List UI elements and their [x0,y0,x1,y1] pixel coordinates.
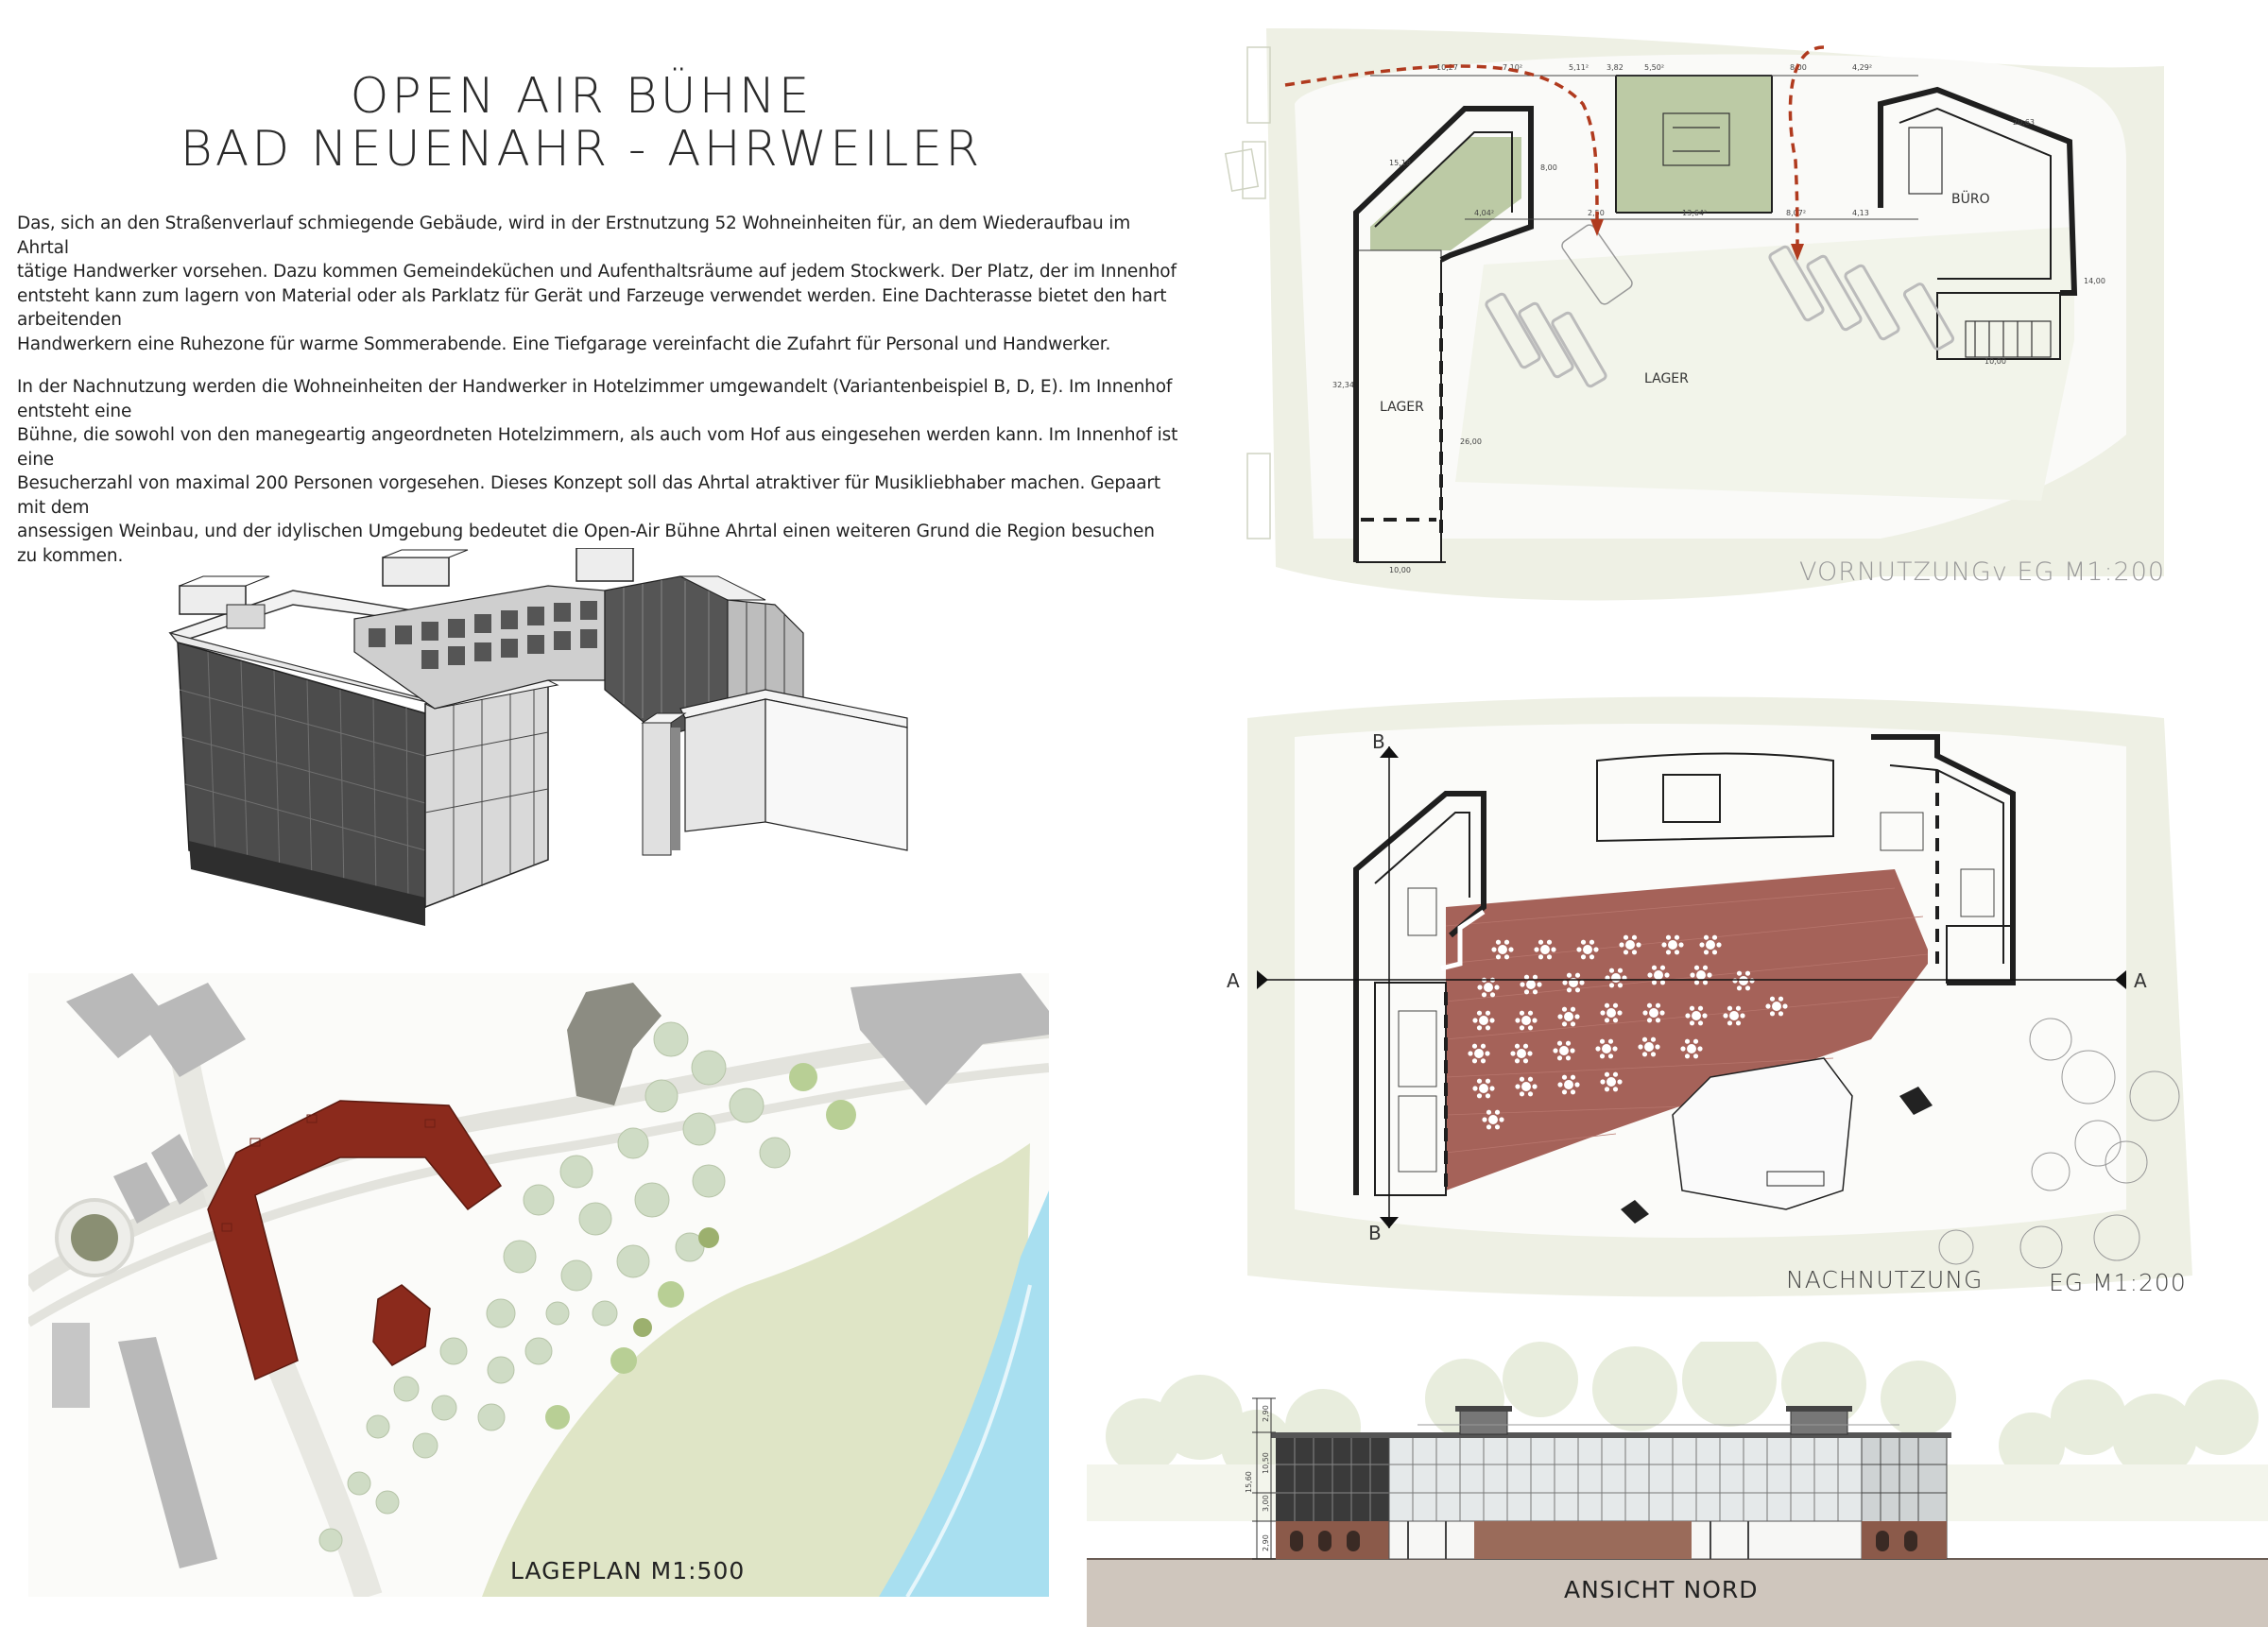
site-plan-label: LAGEPLAN M1:500 [510,1557,746,1584]
table-with-chairs [1638,1036,1660,1057]
table-with-chairs [1472,1078,1495,1099]
text-line: ansessigen Weinbau, und der idylischen U… [17,522,1155,566]
table-with-chairs [1595,1038,1618,1059]
table-with-chairs [1468,1043,1490,1064]
section-marker-a-right: A [2134,969,2147,992]
dim-label: 2,90 [1262,1405,1270,1422]
text-line: Bühne, die sowohl von den manegeartig an… [17,425,1178,470]
table-with-chairs [1600,1071,1623,1092]
plan-after-scale: EG M1:200 [2049,1269,2187,1296]
elevation-label: ANSICHT NORD [1564,1576,1759,1603]
dim-label: 3,00 [1262,1495,1270,1512]
table-with-chairs [1557,1074,1580,1095]
dim-label: 15,60 [1245,1471,1253,1493]
floor-plan-after: A A B B [1227,696,2192,1297]
section-marker-b-top: B [1372,730,1385,753]
table-with-chairs [1534,939,1556,960]
dim-label: 20,63 [2013,118,2035,127]
dim-label: 4,13 [1852,209,1869,217]
table-with-chairs [1510,1043,1533,1064]
table-with-chairs [1482,1109,1504,1130]
table-with-chairs [1477,977,1500,998]
dim-label: 10,00 [1984,357,2006,366]
dim-label: 10,50 [1262,1452,1270,1474]
table-with-chairs [1520,974,1542,995]
room-label-lager-left: LAGER [1380,400,1424,415]
dim-label: 4,04² [1474,209,1494,217]
table-with-chairs [1685,1005,1708,1026]
dim-label: 2,90 [1262,1534,1270,1551]
table-with-chairs [1472,1010,1495,1031]
table-with-chairs [1699,934,1722,955]
dim-label: 32,34 [1332,381,1354,389]
table-with-chairs [1491,939,1514,960]
dim-label: 13,64² [1682,209,1707,217]
table-with-chairs [1553,1040,1575,1061]
table-with-chairs [1765,996,1788,1017]
room-label-buero: BÜRO [1951,190,1990,207]
dim-label: 4,29² [1852,63,1872,72]
site-plan [28,973,1049,1597]
table-with-chairs [1515,1010,1538,1031]
text-line: entsteht kann zum lagern von Material od… [17,285,1167,331]
table-with-chairs [1647,965,1670,985]
dim-label: 26,00 [1460,437,1482,446]
floor-plan-before: 10,27 7,10² 5,11² 3,82 5,50² 8,00 4,29² … [1224,28,2164,601]
table-with-chairs [1661,934,1684,955]
table-with-chairs [1600,1002,1623,1023]
table-with-chairs [1576,939,1599,960]
dim-label: 14,00 [2084,277,2105,285]
text-line: In der Nachnutzung werden die Wohneinhei… [17,377,1173,421]
section-marker-b-bottom: B [1368,1222,1382,1244]
table-with-chairs [1515,1076,1538,1097]
dim-label: 10,00 [1389,566,1411,574]
plan-before-label: VORNUTZUNGv EG M1:200 [1799,557,2166,587]
north-elevation: 15,60 2,90 10,50 3,00 2,90 [1087,1342,2268,1627]
page-title-line2: BAD NEUENAHR - AHRWEILER [180,121,983,178]
plan-after-label: NACHNUTZUNG [1786,1266,1984,1293]
description-paragraph-2: In der Nachnutzung werden die Wohneinhei… [17,375,1179,568]
axonometric-model-view [168,548,908,926]
page-title-line1: OPEN AIR BÜHNE [350,68,813,125]
dim-label: 5,50² [1644,63,1664,72]
table-with-chairs [1619,934,1641,955]
text-line: Besucherzahl von maximal 200 Personen vo… [17,473,1160,518]
table-with-chairs [1690,965,1712,985]
table-with-chairs [1723,1005,1745,1026]
dim-label: 7,10² [1503,63,1522,72]
dim-label: 8,00 [1540,163,1557,172]
table-with-chairs [1557,1006,1580,1027]
text-line: Das, sich an den Straßenverlauf schmiege… [17,214,1131,258]
table-with-chairs [1642,1002,1665,1023]
dim-label: 3,82 [1606,63,1624,72]
dim-label: 5,11² [1569,63,1589,72]
text-line: Handwerkern eine Ruhezone für warme Somm… [17,334,1111,354]
section-marker-a-left: A [1227,969,1240,992]
room-label-lager-center: LAGER [1644,371,1689,386]
description-paragraph-1: Das, sich an den Straßenverlauf schmiege… [17,212,1179,356]
dim-label: 15,18 [1389,159,1411,167]
text-line: tätige Handwerker vorsehen. Dazu kommen … [17,262,1177,282]
table-with-chairs [1680,1038,1703,1059]
